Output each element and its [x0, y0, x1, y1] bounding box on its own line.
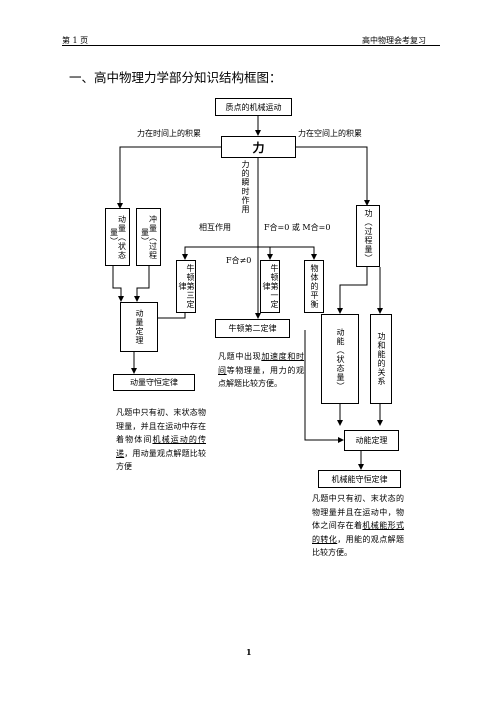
newton-second-law-box: 牛顿第二定律 [215, 319, 290, 338]
impulse-box: 冲量（过程量） [136, 208, 161, 266]
label-instant-action: 力的瞬时作用 [241, 160, 250, 214]
note-momentum: 凡题中只有初、末状态物理量，并且在运动中存在着物体间机械运动的传递，用动量观点解… [116, 408, 207, 471]
page-label: 第 1 页 [62, 36, 89, 45]
work-energy-relation-box: 功和能的关系 [370, 314, 392, 404]
label-mutual-interaction: 相互作用 [199, 223, 231, 232]
note-dynamics: 凡题中出现加速度和时间等物理量，用力的观点解题比较方便。 [218, 352, 305, 388]
kinetic-theorem-box: 动能定理 [344, 430, 399, 451]
momentum-theorem-box: 动量定理 [120, 302, 158, 352]
note-energy: 凡题中只有初、末状态的物理量并且在运动中，物体之间存在着机械能形式的转化，用能的… [312, 494, 405, 557]
page-number: 1 [246, 647, 252, 657]
header-right-label: 高中物理会考复习 [362, 36, 426, 45]
force-box: 力 [221, 136, 296, 158]
page-title: 一、高中物理力学部分知识结构框图： [69, 70, 282, 85]
newton-first-law-box: 牛顿第一定律 [260, 260, 280, 313]
top-box-particle-motion: 质点的机械运动 [215, 98, 292, 116]
momentum-box: 动量（状态量） [105, 208, 130, 266]
kinetic-energy-box: 动能（状态量） [321, 314, 359, 404]
momentum-conservation-box: 动量守恒定律 [113, 374, 195, 391]
label-space-accumulation: 力在空间上的积累 [298, 129, 362, 138]
work-box: 功（过程量） [356, 205, 380, 267]
equilibrium-box: 物体的平衡 [304, 260, 324, 313]
newton-third-law-box: 牛顿第三定律 [176, 260, 196, 313]
label-balance-condition: F合=0 或 M合=0 [264, 223, 331, 232]
label-unbalance-condition: F合≠0 [226, 256, 252, 265]
header-rule [62, 45, 440, 46]
label-time-accumulation: 力在时间上的积累 [137, 129, 201, 138]
mech-energy-conservation-box: 机械能守恒定律 [318, 470, 401, 488]
